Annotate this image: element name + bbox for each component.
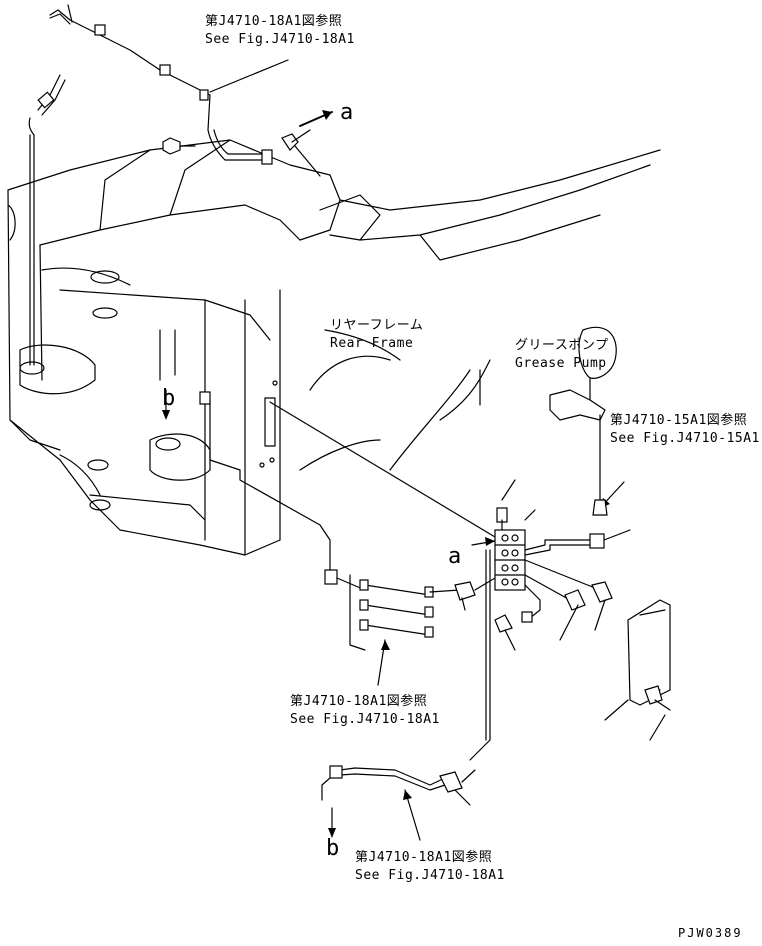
ref-bottom-jp: 第J4710-18A1図参照: [355, 850, 493, 865]
grease-pump-en: Grease Pump: [515, 356, 607, 371]
rear-frame-en: Rear Frame: [330, 336, 414, 351]
ref-mid-en: See Fig.J4710-18A1: [290, 712, 440, 727]
marker-b-mid: b: [162, 386, 176, 411]
grease-pump-jp: グリースポンプ: [515, 338, 609, 353]
ref-top-jp: 第J4710-18A1図参照: [205, 14, 343, 29]
rear-frame-drawing: [7, 139, 661, 556]
marker-a-top: a: [340, 100, 354, 125]
rear-frame-jp: リヤーフレーム: [330, 318, 424, 333]
ref-top-en: See Fig.J4710-18A1: [205, 32, 355, 47]
manifold-piping: [199, 326, 671, 806]
ref-pump-jp: 第J4710-15A1図参照: [610, 413, 748, 428]
drawing-code: PJW0389: [678, 926, 743, 940]
marker-a-mid: a: [448, 544, 462, 569]
marker-b-bottom: b: [326, 836, 340, 861]
ref-bottom-en: See Fig.J4710-18A1: [355, 868, 505, 883]
top-piping: [28, 4, 321, 366]
ref-mid-jp: 第J4710-18A1図参照: [290, 694, 428, 709]
ref-pump-en: See Fig.J4710-15A1: [610, 431, 760, 446]
